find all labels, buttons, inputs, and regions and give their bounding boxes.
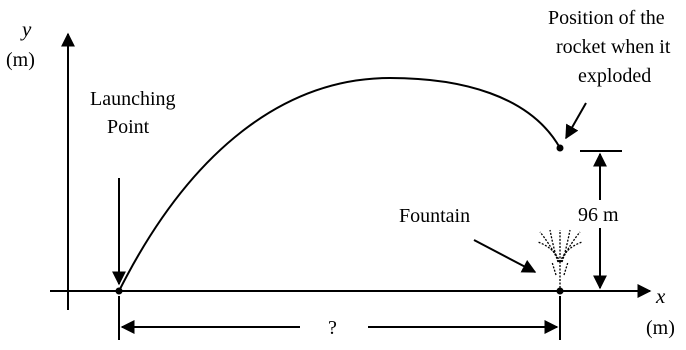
fountain-icon [537, 229, 583, 288]
distance-label: ? [328, 317, 337, 339]
launching-point-label-line2: Point [107, 116, 150, 138]
explosion-label-line3: exploded [578, 65, 651, 87]
x-axis-label: x [655, 284, 666, 308]
launching-point-label: Launching [90, 88, 176, 110]
y-axis-label: y [20, 17, 32, 41]
rocket-trajectory [118, 76, 561, 292]
explosion-arrow [565, 102, 587, 140]
height-label: 96 m [578, 204, 619, 226]
y-axis-unit: (m) [6, 49, 35, 71]
fountain-label: Fountain [399, 205, 470, 227]
fountain-arrow [473, 239, 537, 273]
explosion-point [556, 144, 564, 152]
fountain-base-point [556, 287, 564, 295]
launch-point [115, 287, 123, 295]
explosion-label-line1: Position of the [548, 7, 665, 29]
explosion-label-line2: rocket when it [556, 36, 671, 58]
x-axis-unit: (m) [646, 317, 675, 339]
